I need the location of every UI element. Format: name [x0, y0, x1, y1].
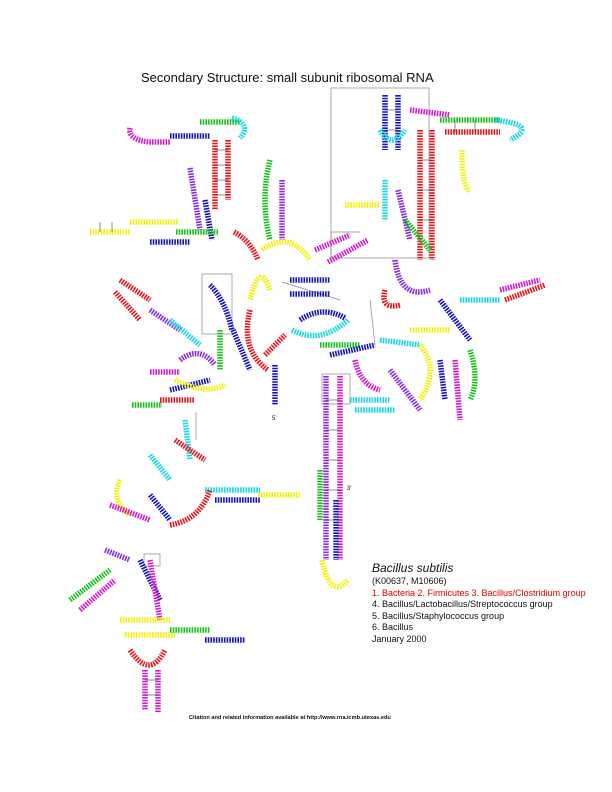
date-label: January 2000 [372, 633, 427, 644]
base-pair-ticks [99, 109, 476, 696]
taxonomy-line-3: 5. Bacillus/Staphylococcus group [372, 610, 505, 621]
five-prime-marker: 5' [272, 416, 276, 422]
frame-lines [143, 87, 430, 567]
taxonomy-line-4: 6. Bacillus [372, 622, 414, 632]
nucleotide-strokes [68, 95, 546, 712]
info-block: Bacillus subtilis (K00637, M10606) 1. Ba… [372, 561, 586, 645]
diagram-title: Secondary Structure: small subunit ribos… [141, 70, 434, 85]
three-prime-marker: 3' [347, 486, 351, 492]
taxonomy-line-1: 1. Bacteria 2. Firmicutes 3. Bacillus/Cl… [372, 587, 586, 598]
taxonomy-line-2: 4. Bacillus/Lactobacillus/Streptococcus … [372, 599, 553, 609]
accession-numbers: (K00637, M10606) [372, 576, 447, 586]
species-name: Bacillus subtilis [372, 561, 454, 575]
citation-text: Citation and related information availab… [189, 715, 391, 721]
